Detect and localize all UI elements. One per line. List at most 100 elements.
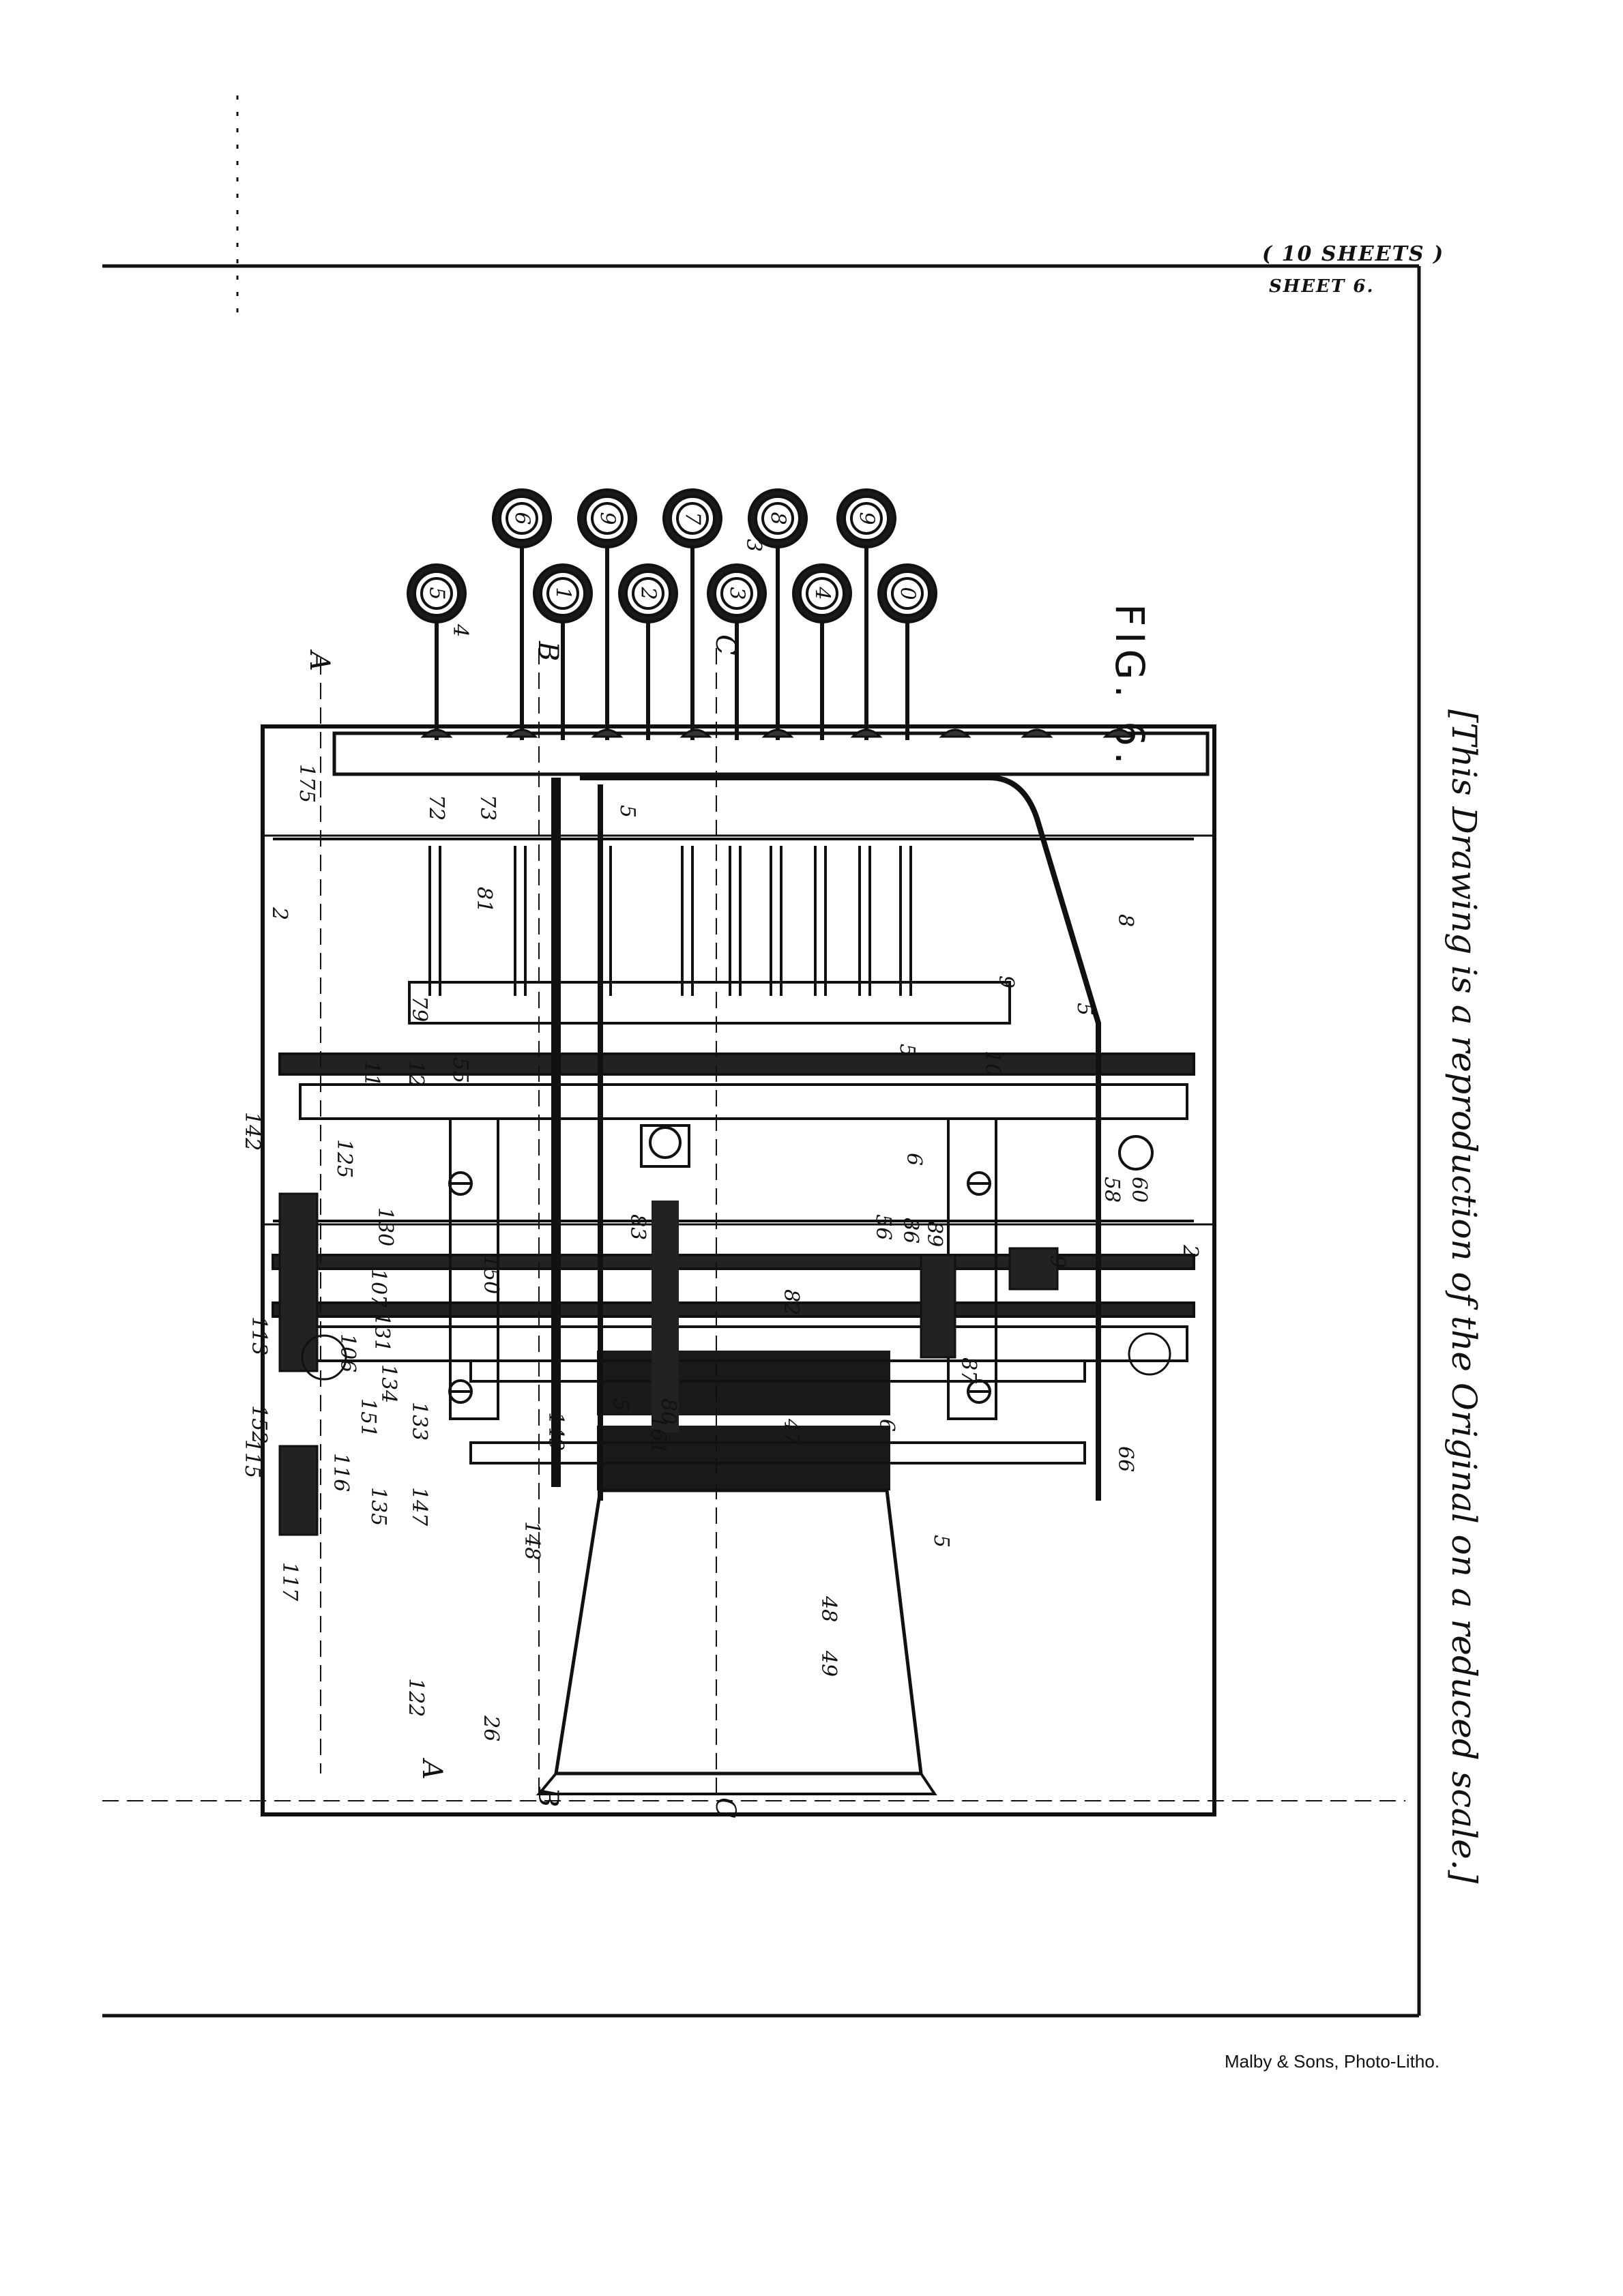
svg-text:3: 3 [725, 587, 749, 600]
ref-label-49: 49 [817, 1650, 840, 1677]
key-cap-3: 3 [707, 563, 767, 623]
svg-text:5: 5 [425, 587, 449, 600]
svg-text:8: 8 [766, 512, 790, 525]
ref-label-130: 130 [373, 1207, 397, 1246]
base-plate [261, 724, 1216, 1816]
key-cap-4: 4 [792, 563, 852, 623]
ref-label-115: 115 [240, 1439, 264, 1478]
ref-label-60: 60 [1127, 1177, 1151, 1203]
ref-label-106: 106 [336, 1334, 360, 1372]
sheet-number: SHEET 6. [1269, 276, 1375, 297]
ref-label-147: 147 [407, 1487, 431, 1527]
svg-text:1: 1 [551, 587, 575, 600]
ref-label-3: 3 [742, 539, 765, 552]
ref-label-125: 125 [332, 1139, 356, 1178]
shafts [272, 981, 1195, 1362]
ref-label-55: 55 [448, 1057, 472, 1083]
ref-label-86: 86 [898, 1218, 922, 1243]
upper-frame [261, 834, 1216, 1226]
ref-label-83: 83 [626, 1214, 649, 1240]
screw-heads [448, 1135, 1154, 1404]
platen-rollers [469, 1351, 1086, 1490]
key-caps: 5 6 1 9 2 7 3 8 4 9 0 [407, 488, 937, 623]
ref-label-82: 82 [779, 1289, 803, 1315]
section-mark-b-2: B [532, 641, 564, 661]
section-mark-c-5: C [710, 1797, 741, 1819]
svg-text:9: 9 [855, 512, 879, 525]
ref-label-26: 26 [479, 1715, 503, 1741]
ref-label-8: 8 [1113, 914, 1137, 927]
svg-text:2: 2 [637, 586, 660, 600]
worm-screw [640, 1124, 690, 1432]
ref-label-150: 150 [479, 1255, 503, 1294]
svg-text:0: 0 [896, 587, 920, 600]
svg-text:4: 4 [810, 586, 834, 600]
ref-label-80: 80 [656, 1398, 680, 1424]
section-mark-a-1: A [416, 1757, 448, 1780]
ref-label-113: 113 [247, 1316, 271, 1355]
ref-label-12: 12 [404, 1061, 428, 1087]
section-mark-b-3: B [532, 1786, 564, 1807]
ref-label-6a: 6 [902, 1153, 926, 1166]
credit-line: Malby & Sons, Photo-Litho. [1225, 2051, 1440, 2072]
ref-label-4: 4 [448, 623, 472, 637]
key-cap-0: 0 [877, 563, 937, 623]
ref-label-5e: 5 [929, 1535, 953, 1548]
ref-label-9a: 9 [994, 975, 1018, 988]
key-levers [435, 539, 909, 740]
key-cap-9: 9 [577, 488, 637, 548]
key-bar [332, 731, 1210, 776]
svg-text:7: 7 [681, 512, 705, 525]
ref-label-66: 66 [1113, 1446, 1137, 1472]
ref-label-175: 175 [295, 764, 319, 803]
ref-label-73: 73 [476, 795, 499, 821]
key-cap-5: 5 [407, 563, 467, 623]
svg-text:9: 9 [596, 512, 619, 525]
key-cap-2: 2 [618, 563, 678, 623]
ref-label-161: 161 [646, 1415, 670, 1454]
section-mark-c-4: C [710, 634, 741, 656]
ref-label-6b: 6 [875, 1419, 898, 1432]
ref-label-5c: 5 [895, 1044, 919, 1057]
ref-label-135: 135 [366, 1487, 390, 1526]
ref-label-58: 58 [1100, 1177, 1124, 1203]
ref-label-81: 81 [472, 887, 496, 913]
ref-label-47: 47 [779, 1418, 803, 1445]
key-cap-6: 6 [492, 488, 552, 548]
lever-tips [420, 728, 1135, 738]
ref-label-2b: 2 [1178, 1244, 1202, 1258]
ref-label-9b: 9 [1045, 1255, 1069, 1268]
section-mark-a-0: A [304, 649, 335, 671]
ref-label-133: 133 [407, 1402, 431, 1441]
ref-label-107: 107 [366, 1269, 390, 1308]
section-lines [102, 648, 1405, 1801]
ref-label-87: 87 [956, 1357, 980, 1384]
key-cap-9: 9 [836, 488, 896, 548]
ref-label-89: 89 [922, 1221, 946, 1247]
ref-label-149: 149 [544, 1412, 568, 1451]
ref-label-11: 11 [360, 1061, 383, 1087]
ref-label-142: 142 [240, 1112, 264, 1151]
cross-members [273, 838, 1194, 1420]
ref-label-5b: 5 [1072, 1003, 1096, 1016]
ref-label-151: 151 [356, 1398, 380, 1437]
sheets-count: ( 10 SHEETS ) [1262, 242, 1445, 266]
svg-text:6: 6 [510, 512, 534, 525]
key-cap-7: 7 [662, 488, 722, 548]
gears [278, 1192, 1171, 1536]
ref-label-79: 79 [407, 996, 431, 1022]
ref-label-116: 116 [329, 1453, 353, 1492]
key-cap-1: 1 [533, 563, 593, 623]
ref-label-122: 122 [404, 1678, 428, 1717]
ref-label-5d: 5 [609, 1398, 632, 1411]
ref-label-117: 117 [278, 1562, 302, 1602]
ref-label-148: 148 [520, 1521, 544, 1560]
type-arms [428, 846, 912, 996]
ref-label-10: 10 [980, 1050, 1004, 1076]
ref-label-48: 48 [817, 1595, 840, 1622]
ref-label-56: 56 [871, 1214, 895, 1240]
ref-label-134: 134 [377, 1364, 400, 1403]
ref-label-5a: 5 [615, 805, 639, 818]
key-cap-8: 8 [748, 488, 808, 548]
